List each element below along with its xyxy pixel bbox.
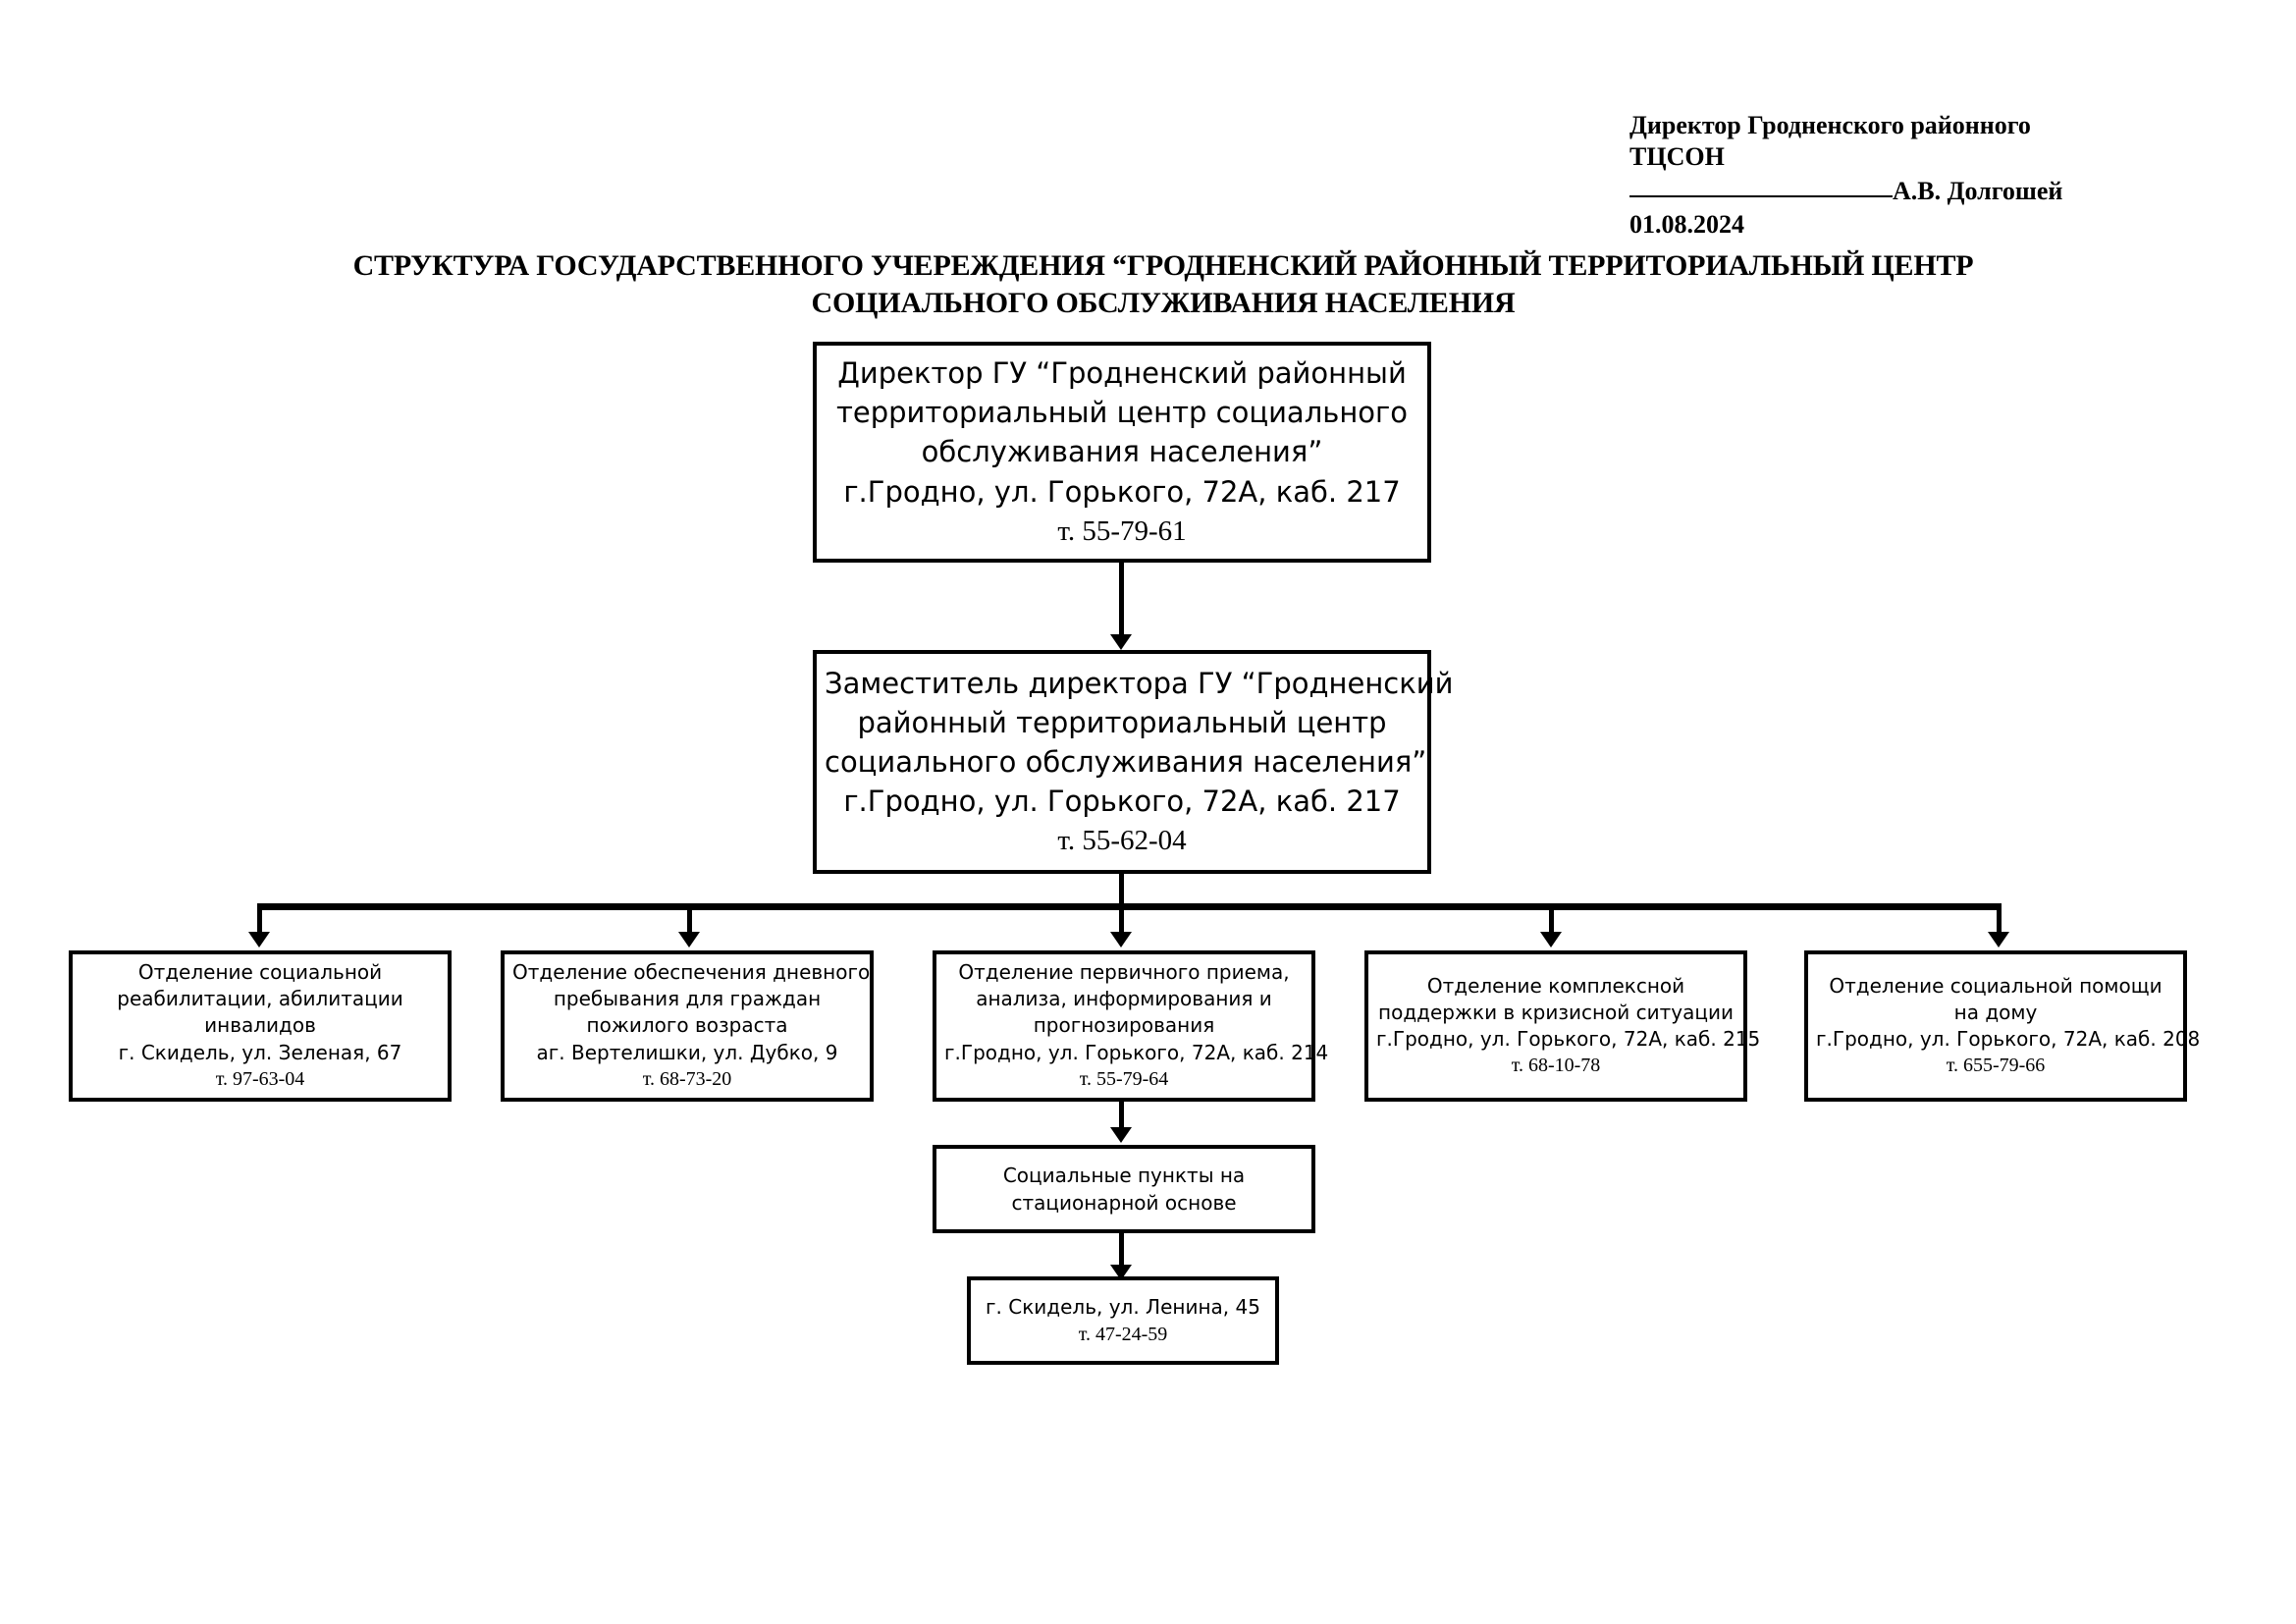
node-dept-2-address: аг. Вертелишки, ул. Дубко, 9	[536, 1040, 838, 1064]
node-skidel-point[interactable]: г. Скидель, ул. Ленина, 45 т. 47-24-59	[967, 1276, 1279, 1365]
approver-title-line-2: ТЦСОН	[1629, 141, 1725, 171]
node-dept-social-rehabilitation[interactable]: Отделение социальной реабилитации, абили…	[69, 950, 452, 1102]
node-deputy-director-text: Заместитель директора ГУ “Гродненский ра…	[817, 664, 1454, 860]
node-dept-home-social-assistance[interactable]: Отделение социальной помощи на дому г.Гр…	[1804, 950, 2201, 1102]
node-social-points-line-1: Социальные пункты на	[1002, 1163, 1246, 1187]
node-deputy-director[interactable]: Заместитель директора ГУ “Гродненский ра…	[813, 650, 1454, 874]
node-director-line-1: Директор ГУ “Гродненский районный	[837, 356, 1407, 391]
approval-date: 01.08.2024	[1629, 210, 1744, 240]
node-dept-3-text: Отделение первичного приема, анализа, ин…	[936, 959, 1329, 1093]
node-dept-4-line-2: поддержки в кризисной ситуации	[1378, 1000, 1734, 1024]
node-dept-2-text: Отделение обеспечения дневного пребывани…	[505, 959, 870, 1093]
connector-dept3-to-social-points	[1119, 1102, 1124, 1131]
node-dept-1-address: г. Скидель, ул. Зеленая, 67	[118, 1040, 402, 1064]
node-dept-5-address: г.Гродно, ул. Горького, 72А, каб. 208	[1816, 1027, 2201, 1051]
node-dept-4-phone: т. 68-10-78	[1511, 1055, 1601, 1077]
connector-branch-to-dept-1	[257, 903, 262, 936]
node-dept-3-line-1: Отделение первичного приема,	[958, 960, 1290, 985]
arrow-director-to-deputy	[1110, 634, 1132, 650]
node-dept-day-care-elderly[interactable]: Отделение обеспечения дневного пребывани…	[501, 950, 874, 1102]
node-skidel-point-text: г. Скидель, ул. Ленина, 45 т. 47-24-59	[971, 1293, 1275, 1349]
node-dept-2-line-1: Отделение обеспечения дневного	[512, 960, 871, 985]
node-director-address: г.Гродно, ул. Горького, 72А, каб. 217	[843, 474, 1401, 509]
node-dept-2-phone: т. 68-73-20	[642, 1067, 732, 1090]
node-social-points[interactable]: Социальные пункты на стационарной основе	[933, 1145, 1315, 1233]
node-dept-5-phone: т. 655-79-66	[1946, 1055, 2046, 1077]
arrow-to-social-points	[1110, 1127, 1132, 1143]
connector-branch-to-dept-4	[1549, 903, 1554, 936]
arrow-to-dept-1	[248, 932, 270, 947]
arrow-to-dept-2	[678, 932, 700, 947]
page-title-line-1: СТРУКТУРА ГОСУДАРСТВЕННОГО УЧЕРЕЖДЕНИЯ “…	[352, 249, 1974, 282]
node-dept-primary-reception[interactable]: Отделение первичного приема, анализа, ин…	[933, 950, 1329, 1102]
node-dept-4-address: г.Гродно, ул. Горького, 72А, каб. 215	[1376, 1027, 1761, 1051]
node-dept-1-phone: т. 97-63-04	[215, 1067, 305, 1090]
arrow-to-dept-4	[1540, 932, 1562, 947]
approval-signature-block: Директор Гродненского районного ТЦСОН А.…	[1629, 110, 2140, 241]
connector-director-to-deputy	[1119, 562, 1124, 638]
node-dept-4-text: Отделение комплексной поддержки в кризис…	[1368, 973, 1761, 1080]
node-director-phone: т. 55-79-61	[1057, 514, 1187, 547]
node-director-text: Директор ГУ “Гродненский районный террит…	[817, 353, 1427, 550]
arrow-to-dept-5	[1988, 932, 2009, 947]
node-dept-5-line-1: Отделение социальной помощи	[1829, 973, 2163, 998]
signature-row: А.В. Долгошей	[1629, 176, 2140, 207]
connector-branch-to-dept-3	[1119, 903, 1124, 936]
node-dept-1-line-2: реабилитации, абилитации	[117, 987, 403, 1011]
node-dept-1-text: Отделение социальной реабилитации, абили…	[73, 959, 448, 1093]
node-dept-2-line-2: пребывания для граждан	[553, 987, 822, 1011]
node-director[interactable]: Директор ГУ “Гродненский районный террит…	[813, 342, 1431, 563]
node-director-line-3: обслуживания населения”	[921, 435, 1323, 469]
node-dept-1-line-1: Отделение социальной	[137, 960, 383, 985]
page-title: СТРУКТУРА ГОСУДАРСТВЕННОГО УЧЕРЕЖДЕНИЯ “…	[187, 247, 2140, 323]
node-dept-5-text: Отделение социальной помощи на дому г.Гр…	[1808, 973, 2201, 1080]
node-dept-3-line-2: анализа, информирования и	[976, 987, 1272, 1011]
node-dept-3-phone: т. 55-79-64	[1079, 1067, 1169, 1090]
node-deputy-line-2: районный территориальный центр	[857, 705, 1387, 739]
node-deputy-line-1: Заместитель директора ГУ “Гродненский	[825, 666, 1454, 700]
node-dept-2-line-3: пожилого возраста	[586, 1013, 788, 1038]
connector-deputy-down	[1119, 874, 1124, 903]
node-dept-3-line-3: прогнозирования	[1033, 1013, 1215, 1038]
node-social-points-text: Социальные пункты на стационарной основе	[936, 1162, 1311, 1218]
signature-rule	[1629, 195, 1893, 198]
node-skidel-address: г. Скидель, ул. Ленина, 45	[986, 1294, 1260, 1319]
approver-title-line-1: Директор Гродненского районного	[1629, 111, 2031, 139]
connector-branch-to-dept-2	[687, 903, 692, 936]
node-dept-1-line-3: инвалидов	[204, 1013, 316, 1038]
node-deputy-line-3: социального обслуживания населения”	[825, 744, 1427, 779]
node-social-points-line-2: стационарной основе	[1011, 1191, 1237, 1215]
node-dept-5-line-2: на дому	[1953, 1000, 2038, 1024]
node-deputy-phone: т. 55-62-04	[1057, 825, 1187, 857]
node-director-line-2: территориальный центр социального	[835, 396, 1409, 430]
connector-branch-to-dept-5	[1997, 903, 2002, 936]
node-dept-crisis-support[interactable]: Отделение комплексной поддержки в кризис…	[1364, 950, 1761, 1102]
page-title-line-2: СОЦИАЛЬНОГО ОБСЛУЖИВАНИЯ НАСЕЛЕНИЯ	[811, 287, 1516, 320]
connector-social-points-to-skidel	[1119, 1233, 1124, 1276]
node-deputy-address: г.Гродно, ул. Горького, 72А, каб. 217	[843, 785, 1401, 818]
connector-branch-bar	[260, 903, 2000, 910]
node-dept-4-line-1: Отделение комплексной	[1426, 973, 1685, 998]
node-skidel-phone: т. 47-24-59	[1078, 1324, 1168, 1345]
arrow-to-dept-3	[1110, 932, 1132, 947]
approver-name: А.В. Долгошей	[1893, 177, 2063, 206]
node-dept-3-address: г.Гродно, ул. Горького, 72А, каб. 214	[944, 1040, 1329, 1064]
